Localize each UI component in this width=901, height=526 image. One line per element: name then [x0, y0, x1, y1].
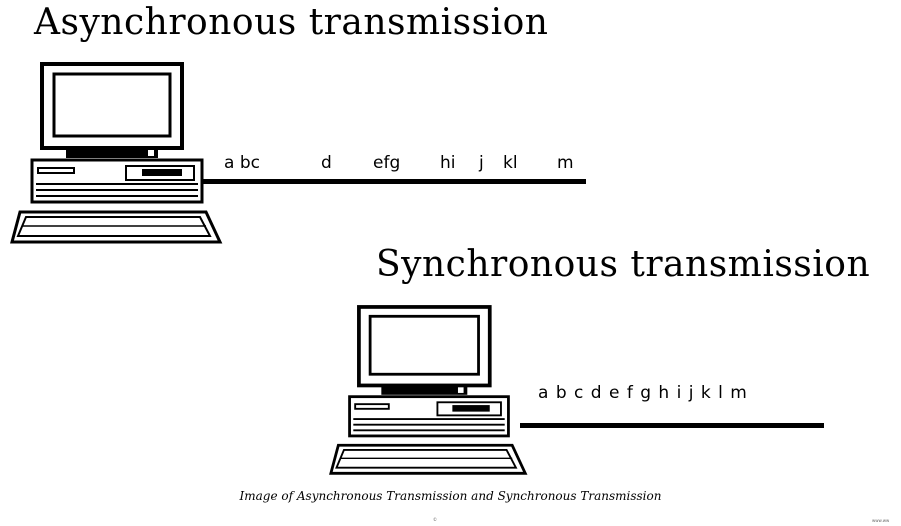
async-data-group: hi [440, 153, 456, 173]
async-computer-icon [10, 62, 223, 244]
async-data-group: m [557, 153, 574, 173]
figure-caption: Image of Asynchronous Transmission and S… [239, 489, 662, 503]
async-data-group: j [479, 153, 484, 173]
async-data-group: a bc [224, 153, 260, 173]
asynchronous-title: Asynchronous transmission [34, 2, 549, 43]
async-data-group: d [321, 153, 332, 173]
synchronous-title: Synchronous transmission [376, 244, 871, 285]
sync-computer-icon [329, 305, 528, 475]
sync-transmission-line [520, 423, 824, 428]
async-transmission-line [202, 179, 586, 184]
watermark-text: www.ww [872, 518, 890, 523]
async-data-group: efg [373, 153, 401, 173]
sync-data-stream: a b c d e f g h i j k l m [538, 383, 748, 403]
async-data-group: kl [503, 153, 518, 173]
copyright-mark: © [433, 517, 437, 522]
